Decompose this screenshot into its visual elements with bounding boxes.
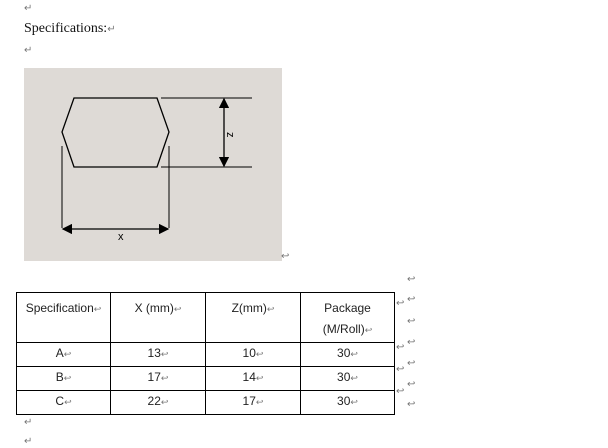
z-label: z	[224, 132, 236, 138]
cell-package: 30↩	[300, 366, 395, 391]
cell-package: 30↩	[300, 390, 395, 415]
paragraph-mark: ↵	[24, 436, 33, 447]
header-specification: Specification↩	[16, 292, 111, 343]
cell-z: 10↩	[205, 342, 301, 367]
header-x-mm: X (mm)↩	[110, 292, 206, 343]
cell-spec: C↩	[16, 390, 111, 415]
hexagon-diagram: z x	[61, 97, 252, 243]
paragraph-mark: ↵	[24, 45, 33, 56]
table-row: A↩ 13↩ 10↩ 30↩	[16, 342, 395, 367]
cell-spec: B↩	[16, 366, 111, 391]
row-end-mark: ↩	[396, 342, 405, 353]
paragraph-mark: ↩	[407, 274, 416, 285]
paragraph-mark: ↩	[407, 379, 416, 390]
paragraph-mark: ↵	[107, 24, 116, 35]
cell-z: 14↩	[205, 366, 301, 391]
paragraph-mark: ↩	[407, 316, 416, 327]
table-header-row: Specification↩ X (mm)↩ Z(mm)↩ Package(M/…	[16, 292, 395, 343]
cell-spec: A↩	[16, 342, 111, 367]
x-label: x	[118, 231, 124, 243]
paragraph-mark: ↵	[24, 3, 33, 14]
specifications-heading: Specifications:↵	[24, 21, 116, 37]
heading-text: Specifications:	[24, 21, 108, 36]
cell-package: 30↩	[300, 342, 395, 367]
hexagon-shape	[61, 97, 170, 168]
header-z-mm: Z(mm)↩	[205, 292, 301, 343]
paragraph-mark: ↩	[407, 399, 416, 410]
paragraph-mark: ↩	[281, 251, 290, 262]
row-end-mark: ↩	[396, 364, 405, 375]
dimension-figure: z x	[24, 68, 282, 261]
cell-z: 17↩	[205, 390, 301, 415]
paragraph-mark: ↵	[24, 417, 33, 428]
row-end-mark: ↩	[396, 386, 405, 397]
table-row: B↩ 17↩ 14↩ 30↩	[16, 366, 395, 391]
header-package: Package(M/Roll)↩	[300, 292, 395, 343]
table-row: C↩ 22↩ 17↩ 30↩	[16, 390, 395, 415]
cell-x: 13↩	[110, 342, 206, 367]
specification-table: Specification↩ X (mm)↩ Z(mm)↩ Package(M/…	[16, 292, 395, 415]
paragraph-mark: ↩	[407, 337, 416, 348]
row-end-mark: ↩	[396, 298, 405, 309]
cell-x: 17↩	[110, 366, 206, 391]
paragraph-mark: ↩	[407, 294, 416, 305]
paragraph-mark: ↩	[407, 358, 416, 369]
cell-x: 22↩	[110, 390, 206, 415]
